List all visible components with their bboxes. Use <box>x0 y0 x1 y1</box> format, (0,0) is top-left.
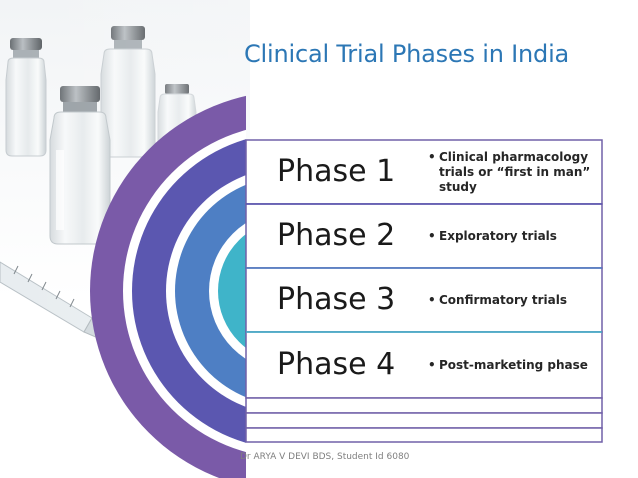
row-box-1 <box>245 139 603 205</box>
phase-arcs <box>90 95 246 478</box>
phase-description-text: Clinical pharmacology trials or “first i… <box>439 149 591 194</box>
phase-description: • Confirmatory trials <box>428 269 600 331</box>
row-box-3 <box>245 267 603 333</box>
row-box-2 <box>245 203 603 269</box>
phase-description: • Exploratory trials <box>428 205 600 267</box>
phase-label: Phase 4 <box>277 347 396 382</box>
phase-label: Phase 3 <box>277 282 396 317</box>
row-accent-lines <box>246 203 602 333</box>
phase-description: • Post-marketing phase <box>428 334 600 396</box>
phase-description-text: Exploratory trials <box>439 228 557 243</box>
phase-row-1: Phase 1 • Clinical pharmacology trials o… <box>246 141 602 203</box>
row-box-5 <box>245 397 603 414</box>
row-box-6 <box>245 412 603 429</box>
phase-description: • Clinical pharmacology trials or “first… <box>428 141 600 203</box>
row-box-4 <box>245 331 603 399</box>
slide-title: Clinical Trial Phases in India <box>244 40 570 68</box>
phase-label: Phase 1 <box>277 154 396 189</box>
slide-footer: Dr ARYA V DEVI BDS, Student Id 6080 <box>240 452 410 462</box>
phase-row-2: Phase 2 • Exploratory trials <box>246 205 602 267</box>
row-box-7 <box>245 427 603 443</box>
phase-description-text: Confirmatory trials <box>439 292 568 307</box>
bullet-icon: • <box>428 357 436 372</box>
phase-table <box>245 139 603 443</box>
phase-description-text: Post-marketing phase <box>439 357 588 372</box>
phase-label: Phase 2 <box>277 218 396 253</box>
phase-row-3: Phase 3 • Confirmatory trials <box>246 269 602 331</box>
bullet-icon: • <box>428 228 436 243</box>
phase-row-4: Phase 4 • Post-marketing phase <box>246 334 602 396</box>
bullet-icon: • <box>428 149 436 164</box>
arc-phase-4 <box>218 234 246 348</box>
bullet-icon: • <box>428 292 436 307</box>
